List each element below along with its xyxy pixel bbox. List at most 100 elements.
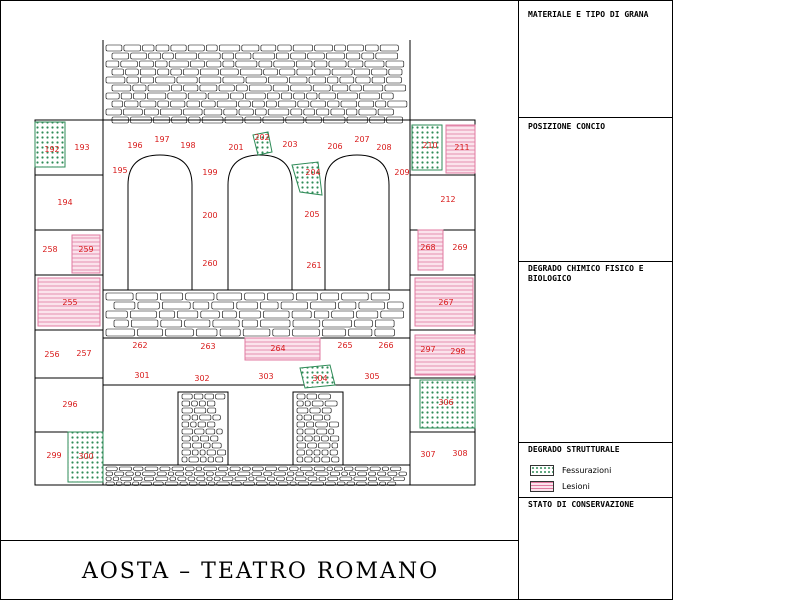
block-label-260: 260 [202, 259, 217, 268]
masonry-stone [137, 328, 163, 337]
masonry-stone [358, 100, 375, 108]
masonry-stone [241, 466, 251, 471]
block-label-205: 205 [304, 210, 319, 219]
masonry-stone [297, 481, 310, 486]
masonry-stone [312, 414, 323, 421]
masonry-stone [218, 84, 235, 92]
masonry-stone [238, 100, 251, 108]
masonry-stone [156, 471, 167, 476]
masonry-stone [132, 84, 147, 92]
masonry-stone [159, 310, 175, 319]
masonry-stone [191, 400, 198, 407]
masonry-stone [288, 76, 308, 84]
masonry-stone [132, 481, 140, 486]
block-label-308: 308 [452, 449, 467, 458]
block-label-210: 210 [422, 141, 437, 150]
masonry-stone [313, 456, 321, 463]
masonry-stone [133, 476, 143, 481]
masonry-stone [183, 84, 199, 92]
block-label-258: 258 [42, 245, 57, 254]
block-label-196: 196 [127, 141, 142, 150]
masonry-stone [374, 328, 395, 337]
masonry-stone [328, 421, 339, 428]
masonry-stone [285, 476, 294, 481]
masonry-stone [144, 466, 159, 471]
legend-heading-degrado-strutturale: DEGRADO STRUTTURALE [528, 445, 620, 454]
masonry-stone [296, 393, 306, 400]
masonry-stone [354, 466, 369, 471]
masonry-stone [105, 60, 120, 68]
masonry-stone [181, 407, 193, 414]
masonry-stone [139, 100, 157, 108]
masonry-stone [375, 100, 387, 108]
masonry-stone [296, 68, 314, 76]
masonry-stone [369, 116, 386, 124]
masonry-stone [329, 449, 338, 456]
masonry-stone [273, 471, 286, 476]
masonry-stone [120, 92, 132, 100]
block-label-297: 297 [420, 345, 435, 354]
block-label-208: 208 [376, 143, 391, 152]
masonry-stone [312, 84, 331, 92]
legend-section-materiale: MATERIALE E TIPO DI GRANA [518, 0, 673, 118]
masonry-stone [323, 116, 346, 124]
block-label-202: 202 [254, 133, 269, 142]
masonry-stone [200, 310, 220, 319]
masonry-stone [111, 100, 123, 108]
lesion-areas [37, 124, 476, 376]
masonry-stone [184, 319, 211, 328]
masonry-stone [314, 68, 331, 76]
masonry-stone [183, 108, 203, 116]
masonry-stone [334, 44, 346, 52]
masonry-stone [123, 108, 143, 116]
masonry-stone [296, 400, 304, 407]
masonry-stone [221, 52, 234, 60]
masonry-stone [203, 108, 223, 116]
masonry-stone [279, 68, 296, 76]
legend-heading-degrado-chimico: DEGRADO CHIMICO FISICO E BIOLOGICO [528, 264, 644, 283]
masonry-stone [235, 84, 248, 92]
masonry-stone [327, 476, 339, 481]
block-label-298: 298 [450, 347, 465, 356]
masonry-stone [105, 481, 115, 486]
block-label-303: 303 [258, 372, 273, 381]
masonry-stone [248, 476, 255, 481]
masonry-stone [168, 471, 174, 476]
masonry-stone [387, 100, 408, 108]
masonry-stone [358, 301, 385, 310]
masonry-stone [296, 428, 304, 435]
masonry-stone [125, 68, 139, 76]
masonry-stone [290, 84, 312, 92]
masonry-stone [234, 476, 248, 481]
masonry-stone [137, 301, 160, 310]
masonry-stone [198, 52, 221, 60]
masonry-stone [212, 414, 221, 421]
masonry-stone [193, 471, 205, 476]
masonry-texture [105, 44, 408, 486]
masonry-stone [222, 60, 235, 68]
masonry-stone [318, 393, 331, 400]
block-label-207: 207 [354, 135, 369, 144]
masonry-stone [192, 301, 210, 310]
masonry-stone [213, 476, 221, 481]
masonry-stone [175, 52, 197, 60]
masonry-stone [105, 476, 112, 481]
masonry-stone [310, 481, 324, 486]
masonry-stone [196, 476, 206, 481]
masonry-stone [315, 421, 328, 428]
masonry-stone [387, 471, 398, 476]
block-label-256: 256 [44, 350, 59, 359]
masonry-stone [105, 310, 128, 319]
masonry-stone [379, 481, 387, 486]
masonry-stone [201, 100, 216, 108]
masonry-stone [203, 466, 217, 471]
masonry-stone [197, 421, 206, 428]
masonry-stone [195, 466, 203, 471]
block-label-259: 259 [78, 245, 93, 254]
masonry-stone [265, 100, 277, 108]
masonry-stone [313, 435, 320, 442]
masonry-stone [111, 84, 132, 92]
masonry-stone [105, 92, 120, 100]
